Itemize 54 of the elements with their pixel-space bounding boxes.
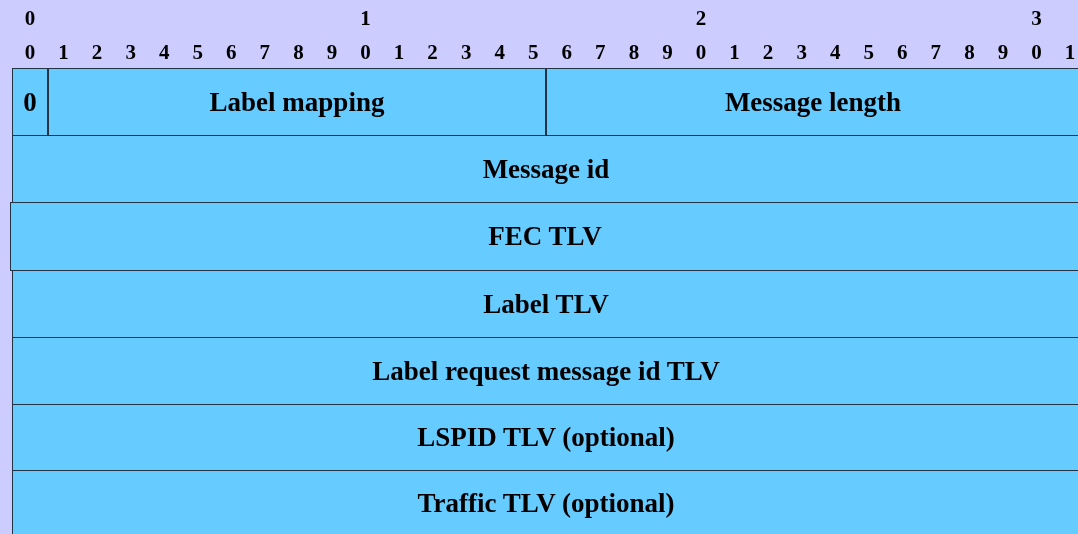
bit-number: 5 (862, 40, 875, 64)
header-field (546, 68, 1078, 136)
bit-number: 9 (996, 40, 1010, 64)
bit-number: 8 (292, 40, 305, 64)
field-name: LSPID TLV (optional) (417, 422, 675, 453)
bit-tens-number: 3 (1030, 6, 1043, 30)
bit-number: 2 (761, 40, 775, 64)
bit-number: 2 (90, 40, 104, 64)
bit-number: 0 (23, 40, 37, 64)
header-field (12, 337, 1078, 405)
bit-number: 1 (728, 40, 741, 64)
bit-number: 1 (392, 40, 406, 64)
bit-number: 9 (661, 40, 674, 64)
bit-number: 3 (124, 40, 137, 64)
bit-number: 6 (225, 40, 238, 64)
bit-number: 1 (1063, 40, 1077, 64)
field-name: Label mapping (209, 86, 385, 118)
bit-number: 8 (627, 40, 641, 64)
bit-number: 4 (828, 40, 842, 64)
bit-tens-number: 1 (359, 6, 372, 30)
bit-number: 4 (157, 40, 171, 64)
bit-number: 6 (896, 40, 909, 64)
header-field (12, 404, 1078, 471)
bit-tens-number: 2 (694, 6, 708, 30)
field-name: Label request message id TLV (372, 355, 720, 387)
field-name: Label TLV (483, 288, 609, 320)
bit-number: 9 (325, 40, 339, 64)
header-field (12, 270, 1078, 338)
bit-number: 7 (258, 40, 272, 64)
field-name: Message id (482, 153, 610, 185)
bit-number: 7 (594, 40, 607, 64)
bit-number: 1 (57, 40, 70, 64)
header-field (12, 135, 1078, 203)
field-name: 0 (23, 86, 37, 118)
field-name: Message length (724, 86, 902, 118)
bit-number: 0 (1030, 40, 1043, 64)
bit-number: 6 (560, 40, 574, 64)
header-field (12, 470, 1078, 534)
bit-number: 3 (459, 40, 473, 64)
header-field (12, 68, 48, 136)
field-name: FEC TLV (488, 221, 602, 252)
header-field (10, 202, 1078, 271)
field-name: Traffic TLV (optional) (417, 488, 675, 519)
bit-number: 2 (426, 40, 439, 64)
bit-tens-number: 0 (23, 6, 37, 30)
header-field (48, 68, 546, 136)
bit-number: 5 (191, 40, 204, 64)
bit-number: 0 (359, 40, 372, 64)
bit-number: 3 (795, 40, 808, 64)
bit-number: 7 (929, 40, 943, 64)
bit-number: 0 (694, 40, 708, 64)
bit-number: 8 (963, 40, 976, 64)
bit-number: 4 (493, 40, 506, 64)
bit-number: 5 (527, 40, 540, 64)
